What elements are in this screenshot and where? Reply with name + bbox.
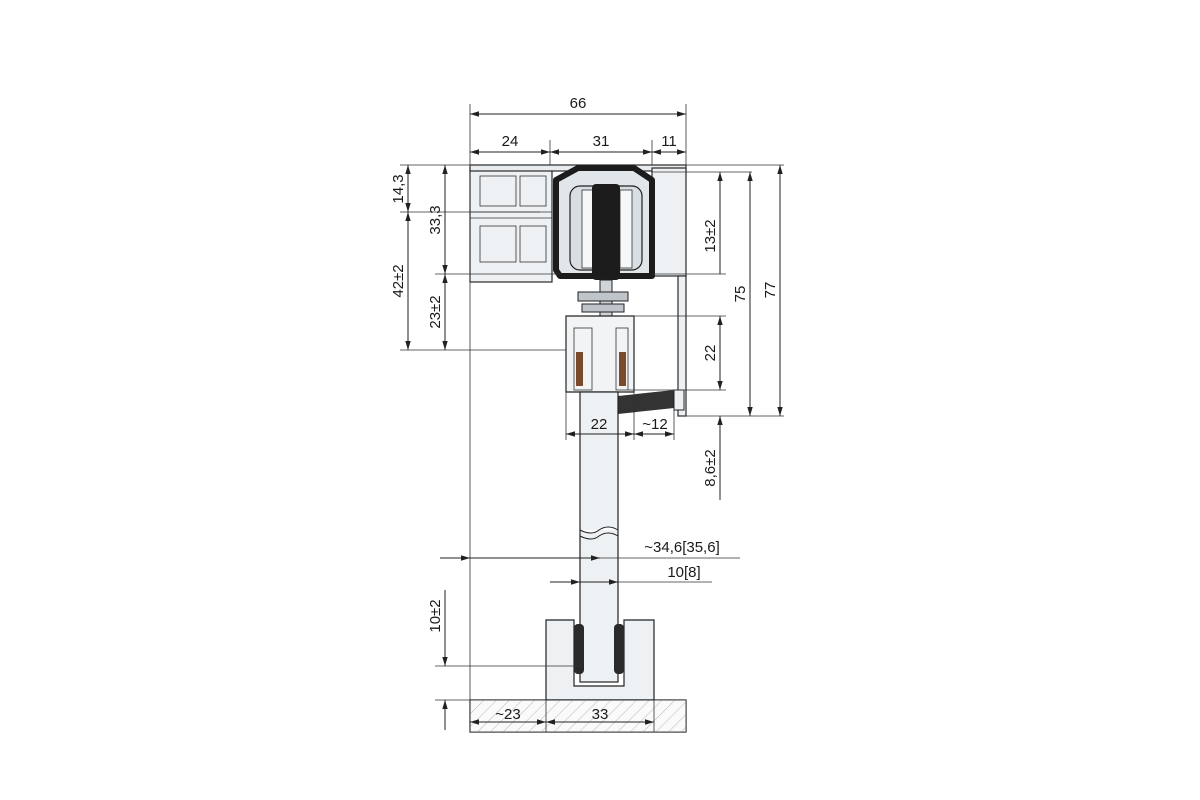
hanger-assembly [565, 279, 685, 414]
dim-13: 13±2 [702, 219, 719, 252]
rail-profile [469, 164, 687, 417]
dim-42: 42±2 [390, 264, 407, 297]
dim-11: 11 [661, 133, 677, 150]
dimension-labels: 66 24 31 11 14,3 33,3 42±2 23±2 13±2 75 … [390, 95, 779, 723]
glass-panel [579, 391, 619, 683]
dim-34-6: ~34,6[35,6] [644, 539, 719, 556]
dim-floor-23: ~23 [495, 706, 520, 723]
dim-22-bottom: 22 [591, 416, 608, 433]
dim-floor-33: 33 [592, 706, 609, 723]
dimension-lines [400, 104, 784, 732]
dim-14-3: 14,3 [390, 174, 407, 203]
dim-77: 77 [762, 282, 779, 299]
dim-23: 23±2 [427, 295, 444, 328]
dim-31: 31 [593, 133, 610, 150]
dim-8-6: 8,6±2 [702, 449, 719, 486]
dim-24: 24 [502, 133, 519, 150]
dim-12: ~12 [642, 416, 667, 433]
dim-10: 10±2 [427, 599, 444, 632]
dim-33-3: 33,3 [427, 205, 444, 234]
dim-22-right: 22 [702, 345, 719, 362]
dim-10-8: 10[8] [667, 564, 700, 581]
dim-75: 75 [732, 286, 749, 303]
dim-66: 66 [570, 95, 587, 112]
